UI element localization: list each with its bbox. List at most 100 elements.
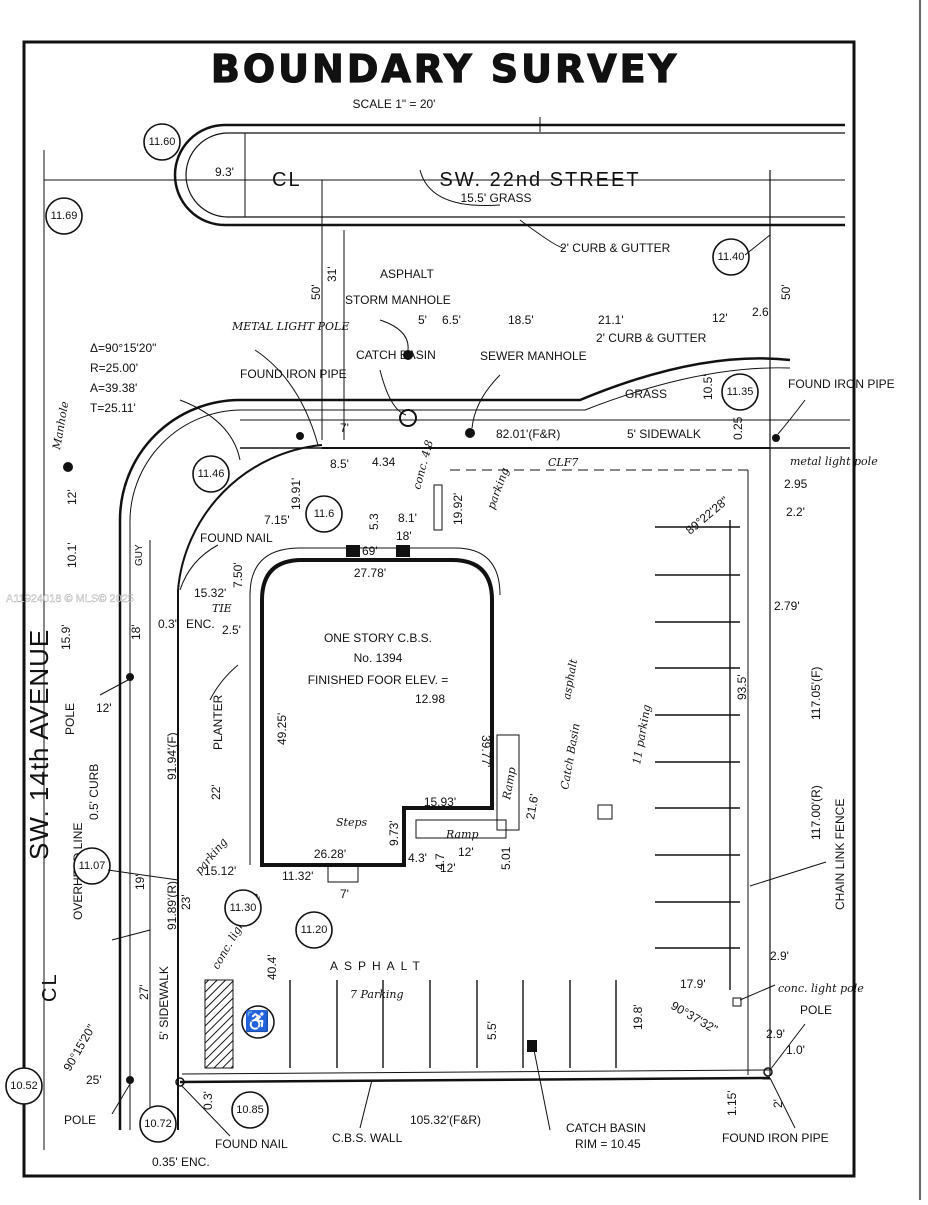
dim-0-3b: 0.3' <box>201 1091 215 1110</box>
dim-7b: 7' <box>340 887 349 901</box>
dim-2-95: 2.95 <box>784 477 808 491</box>
curve-arc: A=39.38' <box>90 381 137 395</box>
dim-2-9b: 2.9' <box>766 1027 785 1041</box>
angle-sw: 90°15'20" <box>60 1022 98 1074</box>
light-pole-icon <box>732 997 742 1007</box>
curve-delta: Δ=90°15'20" <box>90 341 156 355</box>
label-found-iron-pipe-bottom: FOUND IRON PIPE <box>722 1131 829 1145</box>
label-metal-light-pole: METAL LIGHT POLE <box>231 320 349 333</box>
dim-19-91: 19.91' <box>289 478 303 510</box>
dim-19-92: 19.92' <box>451 493 465 525</box>
dim-18-5: 18.5' <box>508 313 534 327</box>
dim-1-15: 1.15' <box>725 1090 739 1116</box>
curve-radius: R=25.00' <box>90 361 138 375</box>
elev-11-6: 11.6 <box>305 495 343 533</box>
catch-basin-grate-icon <box>597 804 613 820</box>
svg-text:11.46: 11.46 <box>198 468 225 480</box>
sewer-manhole-icon <box>465 428 475 438</box>
label-ramp: Ramp <box>445 828 479 841</box>
label-catch-basin: CATCH BASIN <box>356 348 436 362</box>
dim-15-12: 15.12' <box>204 864 236 878</box>
dim-10-5: 10.5' <box>701 374 715 400</box>
svg-text:11.07: 11.07 <box>79 860 106 872</box>
dim-6-5: 6.5' <box>442 313 461 327</box>
label-enc: ENC. <box>186 617 215 631</box>
dim-11-32: 11.32' <box>282 869 313 883</box>
building-line4: 12.98 <box>415 692 445 706</box>
label-storm-manhole: STORM MANHOLE <box>345 293 451 307</box>
accessible-icon <box>241 1005 275 1039</box>
catch-basin-icon <box>527 1040 537 1052</box>
label-sidewalk-top: 5' SIDEWALK <box>627 427 701 441</box>
label-clf7: CLF7 <box>548 456 578 469</box>
svg-text:10.72: 10.72 <box>144 1118 172 1130</box>
iron-pipe-ne-icon <box>772 434 780 442</box>
svg-text:11.6: 11.6 <box>314 508 335 520</box>
dim-7: 7' <box>340 421 349 435</box>
label-found-iron-pipe: FOUND IRON PIPE <box>788 377 895 391</box>
dim-31: 31' <box>325 266 339 282</box>
dim-5-01: 5.01 <box>499 846 513 870</box>
dim-12b: 12' <box>458 845 474 859</box>
dim-12c: 12' <box>65 489 79 505</box>
bldg-step-dim: 15.93' <box>424 795 456 809</box>
bldg-bottom-dim: 26.28' <box>314 847 346 861</box>
dim-2-9: 2.9' <box>770 949 789 963</box>
svg-text:11.40: 11.40 <box>718 251 745 263</box>
centerline-left: CL <box>39 972 61 1002</box>
dim-21-1: 21.1' <box>598 313 624 327</box>
top-grass: 15.5' GRASS <box>461 191 532 205</box>
label-planter: PLANTER <box>211 694 225 750</box>
north-line-dim: 82.01'(F&R) <box>496 427 560 441</box>
found-nail-icon <box>175 1077 185 1087</box>
east-line-f: 117.05'(F) <box>809 667 823 720</box>
pole-icon <box>126 673 134 681</box>
svg-text:11.20: 11.20 <box>301 924 328 936</box>
dim-18: 18' <box>396 529 412 543</box>
label-found-nail-bottom: FOUND NAIL <box>215 1137 288 1151</box>
dim-5-3: 5.3 <box>367 513 381 530</box>
dim-23: 23' <box>179 894 193 910</box>
west-line-f: 91.94'(F) <box>165 732 179 780</box>
dim-50: 50' <box>309 284 323 300</box>
dim-1-0: 1.0' <box>786 1043 805 1057</box>
label-parking-top: parking <box>485 466 512 511</box>
dim-4-3: 4.3' <box>408 851 427 865</box>
dim-4-7: 4.7 <box>433 853 447 870</box>
dim-22b: 22' <box>209 784 223 800</box>
wheelchair-icon: ♿ <box>245 1009 272 1033</box>
label-curb-gutter-2: 2' CURB & GUTTER <box>596 331 707 345</box>
dim-9-73: 9.73' <box>387 820 401 846</box>
svg-text:11.30: 11.30 <box>230 902 257 914</box>
svg-text:11.60: 11.60 <box>149 136 176 148</box>
angle-ne: 89°22'28" <box>683 494 731 538</box>
label-enc-bottom: 0.35' ENC. <box>152 1155 210 1169</box>
dim-5-5: 5.5' <box>485 1021 499 1040</box>
curve-tangent: T=25.11' <box>90 401 136 415</box>
elev-11-30: 11.30 <box>224 889 262 927</box>
dim-21-6: 21.6' <box>523 793 541 821</box>
label-11-parking: 11 parking <box>630 704 653 766</box>
label-catch-basin-hand: Catch Basin <box>558 722 582 790</box>
south-line-dim: 105.32'(F&R) <box>410 1113 481 1127</box>
manhole-icon <box>63 462 73 472</box>
found-iron-pipe-se-icon <box>763 1067 773 1077</box>
mls-watermark: A11924018 © MLS© 2025 <box>6 593 134 605</box>
bldg-right-dim: 39.77' <box>479 735 493 767</box>
label-pole: POLE <box>63 703 77 735</box>
label-sidewalk-left: 5' SIDEWALK <box>157 966 171 1040</box>
dim-17-9: 17.9' <box>680 977 706 991</box>
dim-19: 19' <box>133 874 147 890</box>
street-left-name: SW. 14th AVENUE <box>24 629 54 860</box>
svg-text:11.69: 11.69 <box>51 210 78 222</box>
svg-text:10.52: 10.52 <box>10 1080 38 1092</box>
elev-10-72: 10.72 <box>139 1105 177 1143</box>
dim-25: 25' <box>86 1073 102 1087</box>
east-line-r: 117.00'(R) <box>809 785 823 840</box>
centerline-top: CL <box>272 169 302 191</box>
label-sewer-manhole: SEWER MANHOLE <box>480 349 587 363</box>
dim-9-3: 9.3' <box>215 165 234 179</box>
bldg-top-dim: 27.78' <box>354 566 386 580</box>
elev-11-46: 11.46 <box>192 455 230 493</box>
